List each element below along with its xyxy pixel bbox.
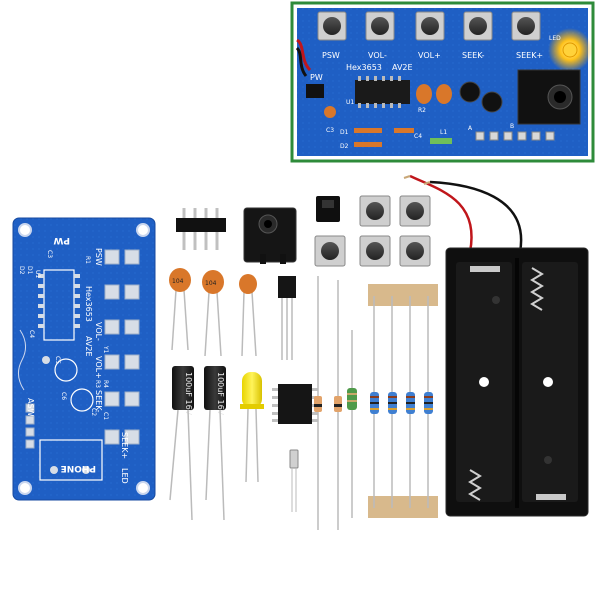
inset-label-d1: D1 bbox=[340, 129, 349, 136]
pcb-label-version: AV2E bbox=[84, 336, 93, 357]
pcb-label-vol-plus: VOL+ bbox=[94, 356, 103, 379]
pcb-label-c6: C6 bbox=[60, 392, 67, 400]
inset-label-psw: PSW bbox=[322, 51, 340, 60]
ceramic-cap-label-2: 104 bbox=[205, 280, 217, 287]
inset-ic bbox=[355, 80, 410, 104]
electrolytic-capacitors: 100uF 16V 100uF 16V bbox=[169, 366, 226, 521]
pcb-label-seek-minus: SEEK- bbox=[94, 390, 103, 413]
inductor bbox=[347, 330, 357, 518]
pcb-label-c2: C2 bbox=[90, 408, 97, 416]
inset-label-chip: Hex3653 bbox=[346, 63, 382, 72]
pcb-label-c5: C5 bbox=[54, 356, 61, 364]
inset-label-c4: C4 bbox=[414, 133, 422, 140]
inset-label-vol-minus: VOL- bbox=[368, 51, 387, 60]
inset-label-a: A bbox=[468, 125, 473, 132]
yellow-led bbox=[240, 372, 264, 483]
inset-label-c3: C3 bbox=[326, 127, 334, 134]
pcb-label-u1: U1 bbox=[34, 270, 41, 278]
pcb-label-c1: C1 bbox=[102, 412, 109, 420]
ceramic-capacitors: 104 104 bbox=[169, 268, 257, 357]
electrolytic-cap-label-1: 100uF 16V bbox=[184, 372, 193, 416]
tactile-switches bbox=[314, 195, 431, 267]
pin-header bbox=[176, 208, 226, 250]
ceramic-cap-label-1: 104 bbox=[172, 278, 184, 285]
inset-label-l1: L1 bbox=[440, 129, 447, 136]
pcb-label-r1: R1 bbox=[84, 256, 91, 264]
pcb-label-psw: PSW bbox=[94, 248, 103, 266]
inset-label-r2: R2 bbox=[418, 107, 426, 114]
transistor bbox=[278, 276, 296, 360]
pcb-label-c4: C4 bbox=[28, 330, 35, 338]
pcb-label-r3: R3 bbox=[94, 380, 101, 388]
diodes bbox=[314, 276, 342, 530]
inset-label-version: AV2E bbox=[392, 63, 413, 72]
pcb-label-led: LED bbox=[120, 468, 129, 484]
pcb-label-pw: PW bbox=[53, 235, 70, 245]
pcb-label-vol-minus: VOL- bbox=[94, 322, 103, 341]
pcb-label-c3: C3 bbox=[46, 250, 53, 258]
inset-label-d2: D2 bbox=[340, 143, 349, 150]
inset-label-seek-minus: SEEK- bbox=[462, 51, 485, 60]
inset-label-vol-plus: VOL+ bbox=[418, 51, 441, 60]
ic-chip bbox=[272, 384, 318, 424]
electrolytic-cap-label-2: 100uF 16V bbox=[216, 372, 225, 416]
battery-holder bbox=[403, 174, 589, 517]
inset-label-led: LED bbox=[549, 35, 561, 42]
pcb-label-phone: PHONE bbox=[61, 463, 96, 473]
pcb-label-seek-plus: SEEK+ bbox=[120, 432, 129, 459]
pcb-label-asw: ASW bbox=[26, 398, 35, 417]
pcb-label-d1: D1 bbox=[26, 266, 33, 275]
inset-label-u1: U1 bbox=[346, 99, 354, 106]
resistors bbox=[368, 284, 438, 518]
headphone-jack bbox=[243, 207, 297, 264]
pcb-label-chip: Hex3653 bbox=[84, 286, 93, 322]
inset-label-pw: PW bbox=[310, 73, 323, 82]
inset-label-seek-plus: SEEK+ bbox=[516, 51, 543, 60]
jumper-cap bbox=[316, 196, 340, 222]
inset-label-b: B bbox=[510, 123, 514, 130]
pcb-label-d2: D2 bbox=[18, 266, 25, 275]
pcb-label-r4: R4 bbox=[102, 380, 109, 388]
inset-buttons bbox=[317, 11, 541, 41]
crystal bbox=[289, 449, 299, 512]
assembled-board-inset: PSW VOL- VOL+ SEEK- SEEK+ LED Hex3653 AV… bbox=[290, 1, 595, 163]
bare-pcb: PW PSW VOL- VOL+ SEEK- SEEK+ LED PHONE A… bbox=[12, 217, 156, 501]
pcb-label-y1: Y1 bbox=[102, 345, 109, 354]
